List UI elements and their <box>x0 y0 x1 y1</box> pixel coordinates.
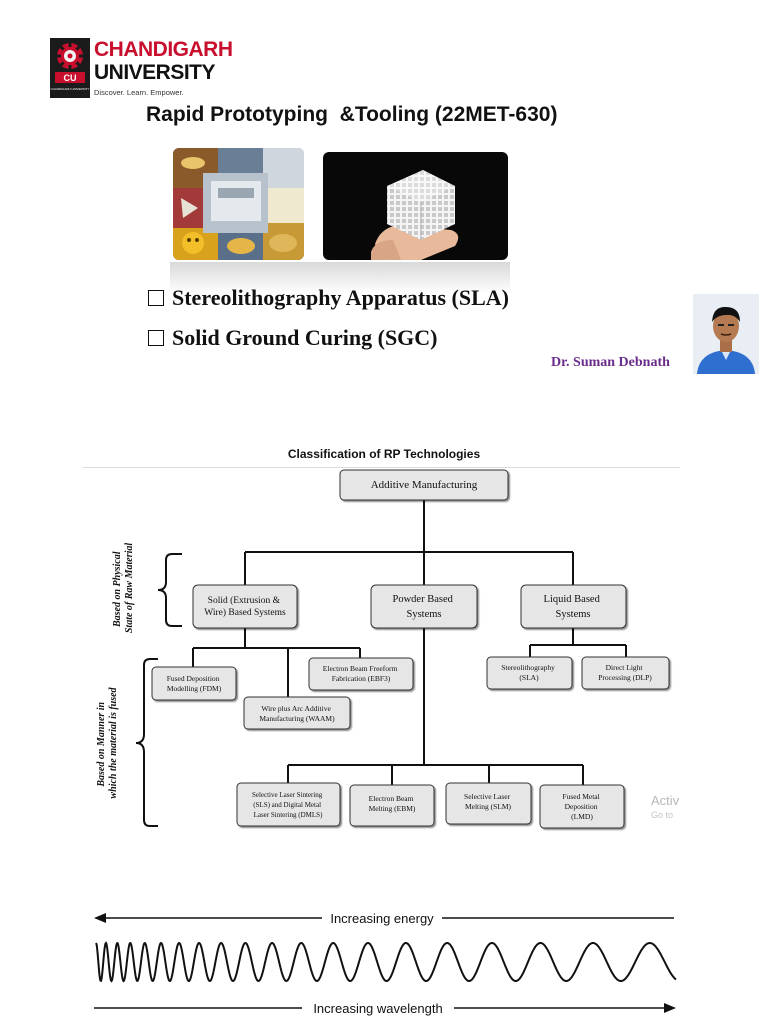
svg-text:Selective Laser Melting: Selective Laser Melting (SLM) <box>464 792 512 811</box>
node-line: Electron Beam <box>369 794 414 803</box>
node-line: Manufacturing (WAAM) <box>259 714 335 723</box>
node-lmd: Fused Metal Deposition (LMD) <box>539 784 625 829</box>
author-portrait-image <box>693 294 759 374</box>
node-root-label: Additive Manufacturing <box>371 479 478 491</box>
activation-watermark: Activ <box>651 793 680 808</box>
emblem-text: CU <box>64 73 77 83</box>
logo-name-line2: UNIVERSITY <box>94 61 216 84</box>
node-ebf3: Electron Beam Freeform Fabrication (EBF3… <box>308 657 414 691</box>
node-line: Selective Laser <box>464 792 511 801</box>
node-sla: Stereolithography (SLA) <box>486 656 573 690</box>
wavelength-label: Increasing wavelength <box>313 1001 442 1016</box>
lattice-cube-hand-image <box>323 152 508 260</box>
topic-label: Solid Ground Curing (SGC) <box>172 325 438 350</box>
svg-text:Direct Light Processing: Direct Light Processing (DLP) <box>598 663 652 682</box>
energy-wavelength-diagram: Increasing energy Increasing wavelength <box>94 911 677 1016</box>
topic-item-sla: Stereolithography Apparatus (SLA) <box>148 285 509 311</box>
svg-text:Powder Based Systems: Powder Based Systems <box>393 594 456 620</box>
university-logo: CU CHANDIGARH UNIVERSITY CHANDIGARH UNIV… <box>50 38 233 100</box>
node-line: Fabrication (EBF3) <box>332 674 391 683</box>
node-line: Fused Deposition <box>167 674 220 683</box>
emblem-subtext: CHANDIGARH UNIVERSITY <box>50 87 89 91</box>
node-line: Fused Metal <box>562 792 599 801</box>
svg-text:Wire plus Arc Additive M: Wire plus Arc Additive Manufacturing (WA… <box>259 704 335 723</box>
svg-text:Electron Beam Freeform F: Electron Beam Freeform Fabrication (EBF3… <box>323 664 399 683</box>
svg-text:Based on Physical State of: Based on Physical State of Raw Material <box>112 543 135 634</box>
energy-arrow: Increasing energy <box>94 911 674 926</box>
side-label-physical-line2: State of Raw Material <box>124 543 135 634</box>
side-label-manner-line2: which the material is fused <box>108 686 119 798</box>
node-slm: Selective Laser Melting (SLM) <box>445 782 532 825</box>
node-liquid-based: Liquid Based Systems <box>520 584 627 629</box>
node-line: Wire) Based Systems <box>204 607 286 618</box>
node-powder-based: Powder Based Systems <box>370 584 478 629</box>
side-label-manner-line1: Based on Manner in <box>96 701 107 787</box>
svg-text:Solid (Extrusion & Wire): Solid (Extrusion & Wire) Based Systems <box>204 595 286 618</box>
node-line: Processing (DLP) <box>598 673 652 682</box>
node-line: Stereolithography <box>501 663 555 672</box>
node-solid-based: Solid (Extrusion & Wire) Based Systems <box>192 584 298 629</box>
logo-tagline: Discover. Learn. Empower. <box>94 88 184 97</box>
node-waam: Wire plus Arc Additive Manufacturing (WA… <box>243 696 351 730</box>
node-line: Systems <box>406 609 441 620</box>
node-line: Deposition <box>565 802 598 811</box>
node-line: (SLS) and Digital Metal <box>253 801 321 809</box>
arrow-left-icon <box>94 913 106 923</box>
classification-diagram: Based on Physical State of Raw Material … <box>96 469 670 829</box>
title-divider <box>82 467 680 468</box>
activation-watermark-sub: Go to <box>651 810 674 820</box>
svg-text:Stereolithography (SLA): Stereolithography (SLA) <box>501 663 557 682</box>
university-emblem-icon: CU CHANDIGARH UNIVERSITY <box>50 38 90 98</box>
brace-physical-state <box>157 553 182 627</box>
wave-curve <box>95 941 677 983</box>
svg-text:Selective Laser Sintering: Selective Laser Sintering (SLS) and Digi… <box>252 791 324 819</box>
brace-fusion-manner <box>135 658 158 827</box>
course-title: Rapid Prototyping &Tooling (22MET-630) <box>146 103 558 126</box>
node-line: Melting (EBM) <box>369 804 416 813</box>
checkbox-bullet-icon <box>148 330 164 346</box>
author-name: Dr. Suman Debnath <box>551 355 670 370</box>
node-line: Direct Light <box>606 663 644 672</box>
node-line: Solid (Extrusion & <box>208 595 281 606</box>
node-fdm: Fused Deposition Modelling (FDM) <box>151 666 237 701</box>
node-line: Wire plus Arc Additive <box>261 704 331 713</box>
image-reflection <box>170 262 510 294</box>
wavelength-arrow: Increasing wavelength <box>94 1001 676 1016</box>
arrow-right-icon <box>664 1003 676 1013</box>
diagram-title: Classification of RP Technologies <box>287 447 481 461</box>
node-root: Additive Manufacturing <box>339 469 509 501</box>
logo-name-line1: CHANDIGARH <box>94 38 233 61</box>
node-line: (LMD) <box>571 812 593 821</box>
node-line: (SLA) <box>519 673 539 682</box>
svg-text:Fused Deposition Modelli: Fused Deposition Modelling (FDM) <box>167 674 222 693</box>
svg-text:Based on Manner in which t: Based on Manner in which the material is… <box>96 686 119 798</box>
svg-text:Liquid Based Systems: Liquid Based Systems <box>544 594 603 620</box>
node-line: Laser Sintering (DMLS) <box>254 811 323 819</box>
topic-item-sgc: Solid Ground Curing (SGC) <box>148 325 438 351</box>
node-line: Selective Laser Sintering <box>252 791 323 799</box>
node-line: Electron Beam Freeform <box>323 664 398 673</box>
node-line: Melting (SLM) <box>465 802 512 811</box>
svg-text:Fused Metal Deposition: Fused Metal Deposition (LMD) <box>562 792 601 821</box>
node-line: Liquid Based <box>544 594 601 605</box>
topic-label: Stereolithography Apparatus (SLA) <box>172 285 509 310</box>
node-line: Modelling (FDM) <box>167 684 222 693</box>
diagram-connectors <box>192 500 627 785</box>
checkbox-bullet-icon <box>148 290 164 306</box>
rapid-prototype-collage-image <box>173 148 304 260</box>
node-dlp: Direct Light Processing (DLP) <box>581 656 670 690</box>
node-line: Systems <box>555 609 590 620</box>
node-line: Powder Based <box>393 594 454 605</box>
side-label-physical-line1: Based on Physical <box>112 551 123 628</box>
energy-label: Increasing energy <box>330 911 434 926</box>
node-sls-dmls: Selective Laser Sintering (SLS) and Digi… <box>236 782 341 827</box>
svg-text:Electron Beam Melting (E: Electron Beam Melting (EBM) <box>369 794 416 813</box>
node-ebm: Electron Beam Melting (EBM) <box>349 784 435 827</box>
